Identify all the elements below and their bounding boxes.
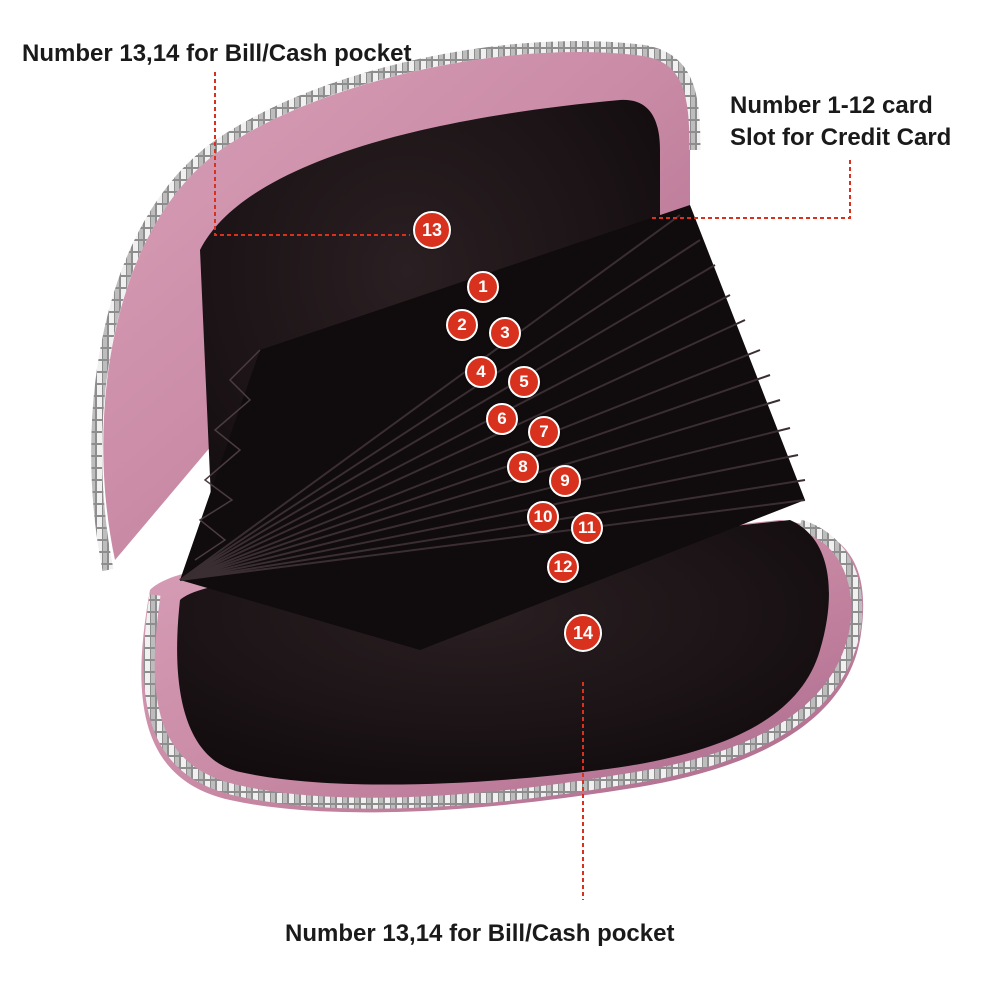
caption-bill-pocket-bottom: Number 13,14 for Bill/Cash pocket (285, 920, 675, 947)
leader-lines (214, 72, 851, 900)
zipper-top (91, 41, 701, 572)
badge-9: 9 (549, 465, 581, 497)
badge-4: 4 (465, 356, 497, 388)
caption-card-slots: Number 1-12 card Slot for Credit Card (730, 90, 951, 154)
leader-line-1-12 (650, 160, 851, 219)
badge-8: 8 (507, 451, 539, 483)
leader-line-13 (214, 72, 410, 236)
badge-12: 12 (547, 551, 579, 583)
zipper-bottom (143, 519, 863, 809)
badge-13: 13 (413, 211, 451, 249)
caption-card-slots-line1: Number 1-12 card (730, 92, 933, 119)
badge-6: 6 (486, 403, 518, 435)
badge-3: 3 (489, 317, 521, 349)
badge-14: 14 (564, 614, 602, 652)
badge-5: 5 (508, 366, 540, 398)
badge-7: 7 (528, 416, 560, 448)
badge-1: 1 (467, 271, 499, 303)
caption-card-slots-line2: Slot for Credit Card (730, 124, 952, 151)
badge-11: 11 (571, 512, 603, 544)
badge-2: 2 (446, 309, 478, 341)
badge-10: 10 (527, 501, 559, 533)
caption-bill-pocket-top: Number 13,14 for Bill/Cash pocket (22, 40, 412, 67)
